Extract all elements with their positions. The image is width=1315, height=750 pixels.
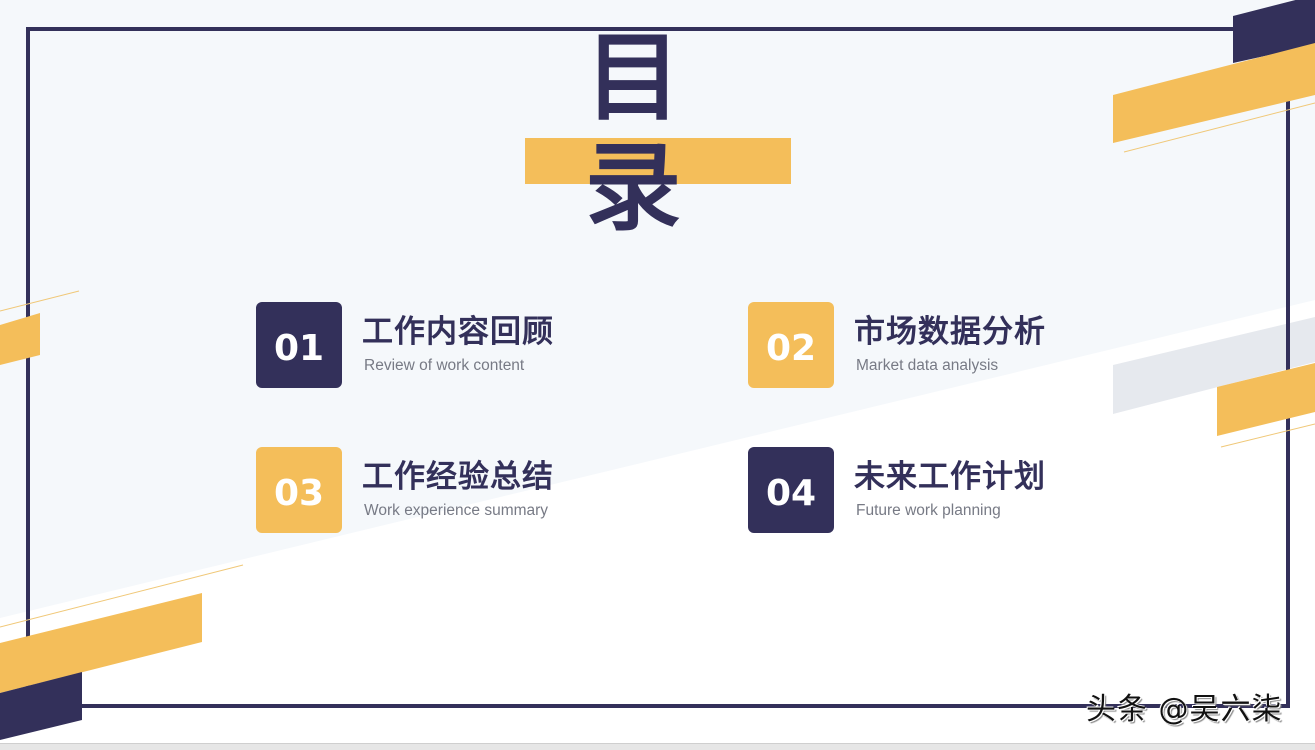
toc-item-02[interactable]: 02 市场数据分析 Market data analysis <box>748 302 1046 388</box>
toc-item-03[interactable]: 03 工作经验总结 Work experience summary <box>256 447 554 533</box>
gold-stripe-bottom-left <box>0 593 202 693</box>
number-badge: 04 <box>748 447 834 533</box>
toc-item-title: 工作内容回顾 <box>362 314 554 350</box>
title-text: 目录 <box>585 22 741 243</box>
toc-item-title: 工作经验总结 <box>362 459 554 495</box>
toc-item-subtitle: Work experience summary <box>364 502 549 519</box>
gray-stripe-right <box>1113 317 1315 414</box>
navy-block-top-right <box>1233 0 1315 63</box>
title-highlight-band <box>525 138 791 184</box>
toc-item-subtitle: Review of work content <box>364 357 525 374</box>
toc-item-04[interactable]: 04 未来工作计划 Future work planning <box>748 447 1046 533</box>
gold-stripe-left <box>0 313 40 365</box>
gold-line-bottom-left <box>0 564 244 628</box>
number-badge: 01 <box>256 302 342 388</box>
toc-item-title: 未来工作计划 <box>854 459 1046 495</box>
gold-line-top-right <box>1123 102 1315 153</box>
slide-frame <box>26 27 1290 708</box>
toc-item-subtitle: Future work planning <box>856 502 1001 519</box>
toc-item-title: 市场数据分析 <box>854 314 1046 350</box>
slide-title: 目录 <box>525 22 791 243</box>
toc-item-01[interactable]: 01 工作内容回顾 Review of work content <box>256 302 554 388</box>
toc-item-subtitle: Market data analysis <box>856 357 999 374</box>
gold-stripe-right <box>1217 363 1315 436</box>
navy-block-bottom-left <box>0 672 82 740</box>
gold-line-right <box>1220 423 1315 448</box>
gold-stripe-top-right <box>1113 43 1315 143</box>
gold-line-left <box>0 290 80 312</box>
watermark: 头条 @吴六柒 <box>1086 692 1283 727</box>
bottom-scroll-bar <box>0 743 1315 750</box>
number-badge: 02 <box>748 302 834 388</box>
number-badge: 03 <box>256 447 342 533</box>
